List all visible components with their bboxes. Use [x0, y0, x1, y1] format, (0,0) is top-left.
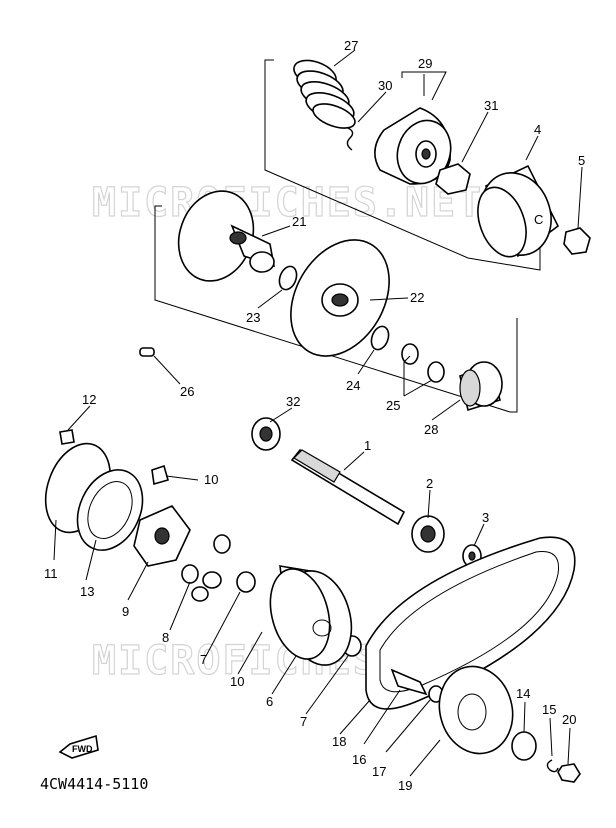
- callout-1: 1: [364, 438, 371, 453]
- part-13-screw: [59, 429, 75, 445]
- part-2-bearing: [411, 515, 445, 553]
- callout-5: 5: [578, 153, 585, 168]
- part-9-primary-cam: [133, 505, 191, 567]
- callout-leaders: [53, 49, 583, 777]
- part-14-cam-plate: [76, 469, 144, 551]
- callout-2: 2: [426, 476, 433, 491]
- callout-14: 13: [80, 584, 94, 599]
- part-24-oil-seal-upper: [278, 265, 298, 291]
- part-8-weights: [181, 534, 231, 602]
- part-27-spring: [293, 59, 356, 129]
- part-5-nut: [563, 227, 591, 255]
- part-30-clip: [346, 127, 354, 151]
- callout-28: 28: [424, 422, 438, 437]
- part-1-primary-shaft: [290, 448, 406, 526]
- part-31-nut: [435, 163, 471, 195]
- part-25-o-ring-a: [401, 343, 419, 365]
- callout-6: 6: [266, 694, 273, 709]
- part-23-secondary-sliding-sheave: [290, 239, 390, 357]
- part-32-bearing: [251, 417, 281, 451]
- svg-text:FWD: FWD: [72, 744, 93, 754]
- callout-31: 31: [484, 98, 498, 113]
- callout-16: 15: [542, 702, 556, 717]
- part-24-oil-seal-lower: [370, 325, 390, 351]
- callout-23: 22: [410, 290, 424, 305]
- callout-9: 9: [122, 604, 129, 619]
- fwd-arrow-icon: FWD: [58, 734, 99, 759]
- part-21-nut: [557, 763, 581, 783]
- part-7-collar-upper: [236, 571, 256, 593]
- callout-11: 10: [230, 674, 244, 689]
- part-26-pin: [139, 347, 155, 357]
- callout-4: 4: [534, 122, 541, 137]
- svg-text:C: C: [534, 212, 543, 227]
- diagram-code: 4CW4414-5110: [40, 775, 148, 793]
- callout-22: 21: [292, 214, 306, 229]
- callout-numbers: 27 29 30 31 4 5 21 22 23 24 25 28 26 32 …: [44, 38, 585, 793]
- part-25-o-ring-b: [427, 361, 445, 383]
- part-16-clip: [546, 759, 559, 773]
- callout-17: 16: [352, 752, 366, 767]
- callout-32: 32: [286, 394, 300, 409]
- part-4-clutch-housing: C: [477, 164, 560, 258]
- part-10-slider: [151, 464, 169, 486]
- part-22-secondary-fixed-sheave: [177, 190, 276, 282]
- callout-21: 20: [562, 712, 576, 727]
- callout-24-lower: 24: [346, 378, 360, 393]
- watermark-top: MICROFICHES.NET: [92, 180, 483, 226]
- part-6-primary-sliding-sheave: [269, 565, 353, 666]
- callout-10: 10: [204, 472, 218, 487]
- part-28-guide-cam: [459, 361, 503, 412]
- callout-29: 29: [418, 56, 432, 71]
- callout-18: 17: [372, 764, 386, 779]
- callout-12: 11: [44, 566, 58, 581]
- callout-24-upper: 23: [246, 310, 260, 325]
- callout-26: 26: [180, 384, 194, 399]
- part-29-clutch-hub: [374, 107, 452, 185]
- callout-7-lower: 7: [300, 714, 307, 729]
- part-17-collar: [390, 668, 428, 696]
- callout-20: 19: [398, 778, 412, 793]
- callout-3: 3: [482, 510, 489, 525]
- callout-15: 14: [516, 686, 530, 701]
- part-15-washer: [511, 731, 537, 761]
- part-20-fixed-sheave-fan: [438, 665, 514, 755]
- callout-19: 18: [332, 734, 346, 749]
- callout-30: 30: [378, 78, 392, 93]
- callout-7-upper: 7: [200, 652, 207, 667]
- callout-8: 8: [162, 630, 169, 645]
- callout-13: 12: [82, 392, 96, 407]
- callout-25: 25: [386, 398, 400, 413]
- upper-group-frame: [264, 59, 541, 271]
- callout-27: 27: [344, 38, 358, 53]
